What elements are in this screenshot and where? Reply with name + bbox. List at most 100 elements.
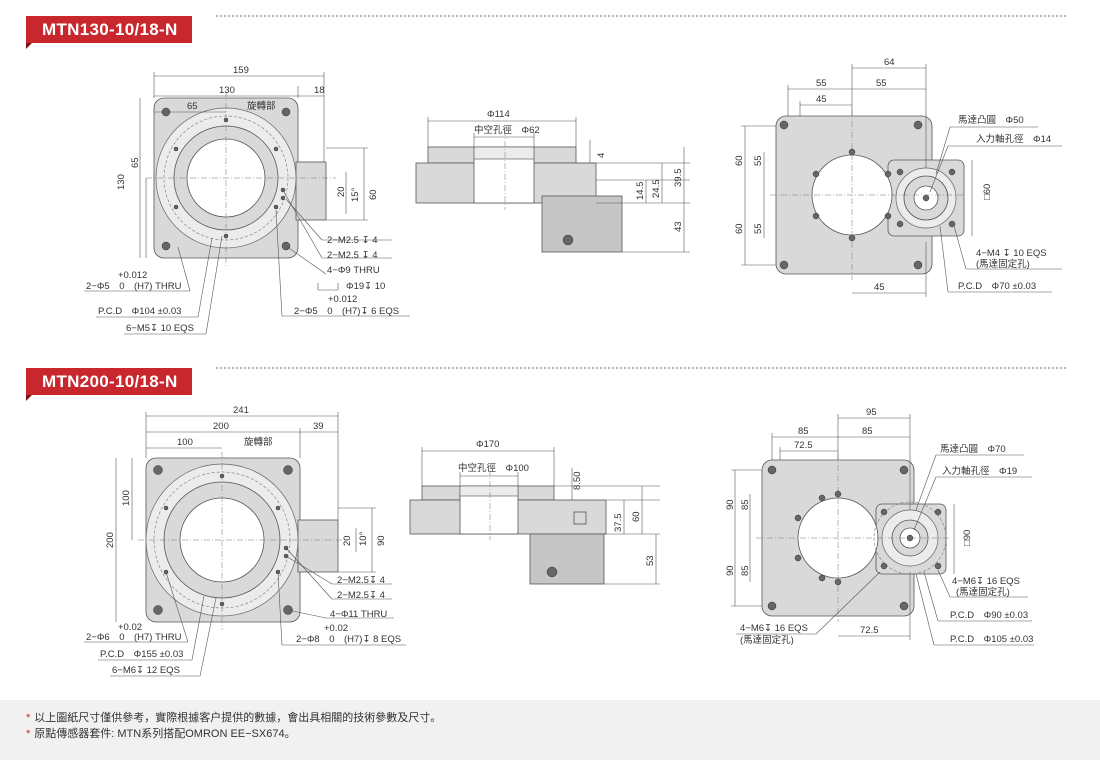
mtn130-bottom-view <box>741 64 973 297</box>
mtn130-front-view <box>139 72 368 266</box>
dim-200-vertical: 200 <box>105 532 116 548</box>
dim-bore-100: 中空孔徑 Φ100 <box>458 462 529 474</box>
mtn200-front-view <box>115 412 376 630</box>
dim-72-5-top: 72.5 <box>794 440 813 451</box>
dim-60-left-b: 60 <box>734 223 745 234</box>
tolerance-b-200: +0.02 <box>324 623 348 634</box>
note-2: *原點傳感器套件: MTN系列搭配OMRON EE−SX674。 <box>26 728 296 740</box>
callout-phi5-thru: 2−Φ5 0 (H7) THRU <box>86 281 182 292</box>
note-1: *以上圖紙尺寸僅供參考，實際根據客户提供的數據，會出具相關的技術參數及尺寸。 <box>26 712 442 724</box>
dim-10deg: 10° <box>358 531 369 546</box>
dim-55-left-b: 55 <box>753 223 764 234</box>
dim-200: 200 <box>213 421 229 432</box>
dim-45-bottom: 45 <box>874 282 885 293</box>
label-rotating-part: 旋轉部 <box>247 100 276 112</box>
label-rotating-part-200: 旋轉部 <box>244 436 273 448</box>
callout-m4: 4−M4 ↧ 10 EQS <box>976 248 1047 259</box>
callout-m6-left-note: (馬達固定孔) <box>740 634 794 646</box>
callout-pcd105: P.C.D Φ105 ±0.03 <box>950 634 1033 645</box>
callout-phi19: Φ19↧ 10 <box>346 281 385 292</box>
dim-37-5: 37.5 <box>613 514 624 533</box>
divider-1 <box>216 15 1066 17</box>
note-2-text: 原點傳感器套件: MTN系列搭配OMRON EE−SX674。 <box>34 728 296 740</box>
callout-pcd155: P.C.D Φ155 ±0.03 <box>100 649 183 660</box>
dim-bore-62: 中空孔徑 Φ62 <box>474 124 540 136</box>
dim-100: 100 <box>177 437 193 448</box>
dim-55-top-a: 55 <box>816 78 827 89</box>
callout-phi11: 4−Φ11 THRU <box>330 609 387 620</box>
callout-phi8-depth: 2−Φ8 0 (H7)↧ 8 EQS <box>296 634 401 645</box>
dim-60-side: 60 <box>631 511 642 522</box>
dim-square-90: □90 <box>962 530 973 546</box>
dim-159: 159 <box>233 65 249 76</box>
section-title-mtn130: MTN130-10/18-N <box>26 16 192 49</box>
tolerance-b: +0.012 <box>328 294 357 305</box>
divider-2 <box>216 367 1066 369</box>
dim-65-vertical: 65 <box>130 157 141 168</box>
callout-m25-a: 2−M2.5 ↧ 4 <box>327 235 378 246</box>
dim-85-left-b: 85 <box>740 565 751 576</box>
callout-m25-b: 2−M2.5 ↧ 4 <box>327 250 378 261</box>
dim-4: 4 <box>596 153 607 158</box>
dim-15deg: 15° <box>350 187 361 202</box>
callout-phi5-depth: 2−Φ5 0 (H7)↧ 6 EQS <box>294 306 399 317</box>
dim-100-vertical: 100 <box>121 490 132 506</box>
dim-55-left-a: 55 <box>753 155 764 166</box>
dim-55-top-b: 55 <box>876 78 887 89</box>
dim-20: 20 <box>336 186 347 197</box>
dim-20-200: 20 <box>342 535 353 546</box>
dim-square-60: □60 <box>982 184 993 200</box>
dim-phi114: Φ114 <box>487 109 510 120</box>
dim-24-5: 24.5 <box>651 180 662 199</box>
dim-18: 18 <box>314 85 325 96</box>
tolerance-a: +0.012 <box>118 270 147 281</box>
dim-phi170: Φ170 <box>476 439 499 450</box>
callout-m6-right: 4−M6↧ 16 EQS <box>952 576 1020 587</box>
section-title-mtn200: MTN200-10/18-N <box>26 368 192 401</box>
dim-39-5: 39.5 <box>673 169 684 188</box>
dim-64: 64 <box>884 57 895 68</box>
callout-pcd90: P.C.D Φ90 ±0.03 <box>950 610 1028 621</box>
callout-m4-note: (馬達固定孔) <box>976 258 1030 270</box>
dim-14-5: 14.5 <box>635 182 646 201</box>
callout-pcd104: P.C.D Φ104 ±0.03 <box>98 306 181 317</box>
dim-241: 241 <box>233 405 249 416</box>
mtn200-side-view <box>409 447 660 585</box>
dim-43: 43 <box>673 221 684 232</box>
dim-65: 65 <box>187 101 198 112</box>
mtn130-side-view <box>415 117 690 253</box>
callout-pcd70: P.C.D Φ70 ±0.03 <box>958 281 1036 292</box>
dim-45-top: 45 <box>816 94 827 105</box>
dim-130: 130 <box>219 85 235 96</box>
callout-m6: 6−M6↧ 12 EQS <box>112 665 180 676</box>
callout-m5: 6−M5↧ 10 EQS <box>126 323 194 334</box>
dim-39: 39 <box>313 421 324 432</box>
callout-motor-flange-50: 馬達凸圓 Φ50 <box>958 114 1024 126</box>
dim-85-top-b: 85 <box>862 426 873 437</box>
callout-phi9: 4−Φ9 THRU <box>327 265 380 276</box>
dim-90: 90 <box>376 535 387 546</box>
callout-m6-left: 4−M6↧ 16 EQS <box>740 623 808 634</box>
dim-85-left-a: 85 <box>740 499 751 510</box>
dim-130-vertical: 130 <box>116 174 127 190</box>
technical-drawings: 159 130 18 65 旋轉部 65 130 20 15° 60 2−M2.… <box>84 57 1062 677</box>
dim-95: 95 <box>866 407 877 418</box>
callout-motor-flange-70: 馬達凸圓 Φ70 <box>940 443 1006 455</box>
tolerance-a-200: +0.02 <box>118 622 142 633</box>
callout-phi6-thru: 2−Φ6 0 (H7) THRU <box>86 632 182 643</box>
note-1-text: 以上圖紙尺寸僅供參考，實際根據客户提供的數據，會出具相關的技術參數及尺寸。 <box>34 712 442 724</box>
dim-72-5-bottom: 72.5 <box>860 625 879 636</box>
dim-90-left-b: 90 <box>725 565 736 576</box>
callout-m25-a-200: 2−M2.5↧ 4 <box>337 575 385 586</box>
dim-85-top-a: 85 <box>798 426 809 437</box>
callout-m25-b-200: 2−M2.5↧ 4 <box>337 590 385 601</box>
callout-input-shaft-14: 入力軸孔徑 Φ14 <box>976 133 1051 145</box>
callout-m6-right-note: (馬達固定孔) <box>956 586 1010 598</box>
notes-panel: *以上圖紙尺寸僅供參考，實際根據客户提供的數據，會出具相關的技術參數及尺寸。 *… <box>0 700 1100 760</box>
dim-8-50: 8.50 <box>572 472 583 491</box>
dim-60: 60 <box>368 189 379 200</box>
dim-90-left-a: 90 <box>725 499 736 510</box>
dim-53: 53 <box>645 555 656 566</box>
dim-60-left-a: 60 <box>734 155 745 166</box>
mtn200-bottom-view <box>731 414 955 640</box>
